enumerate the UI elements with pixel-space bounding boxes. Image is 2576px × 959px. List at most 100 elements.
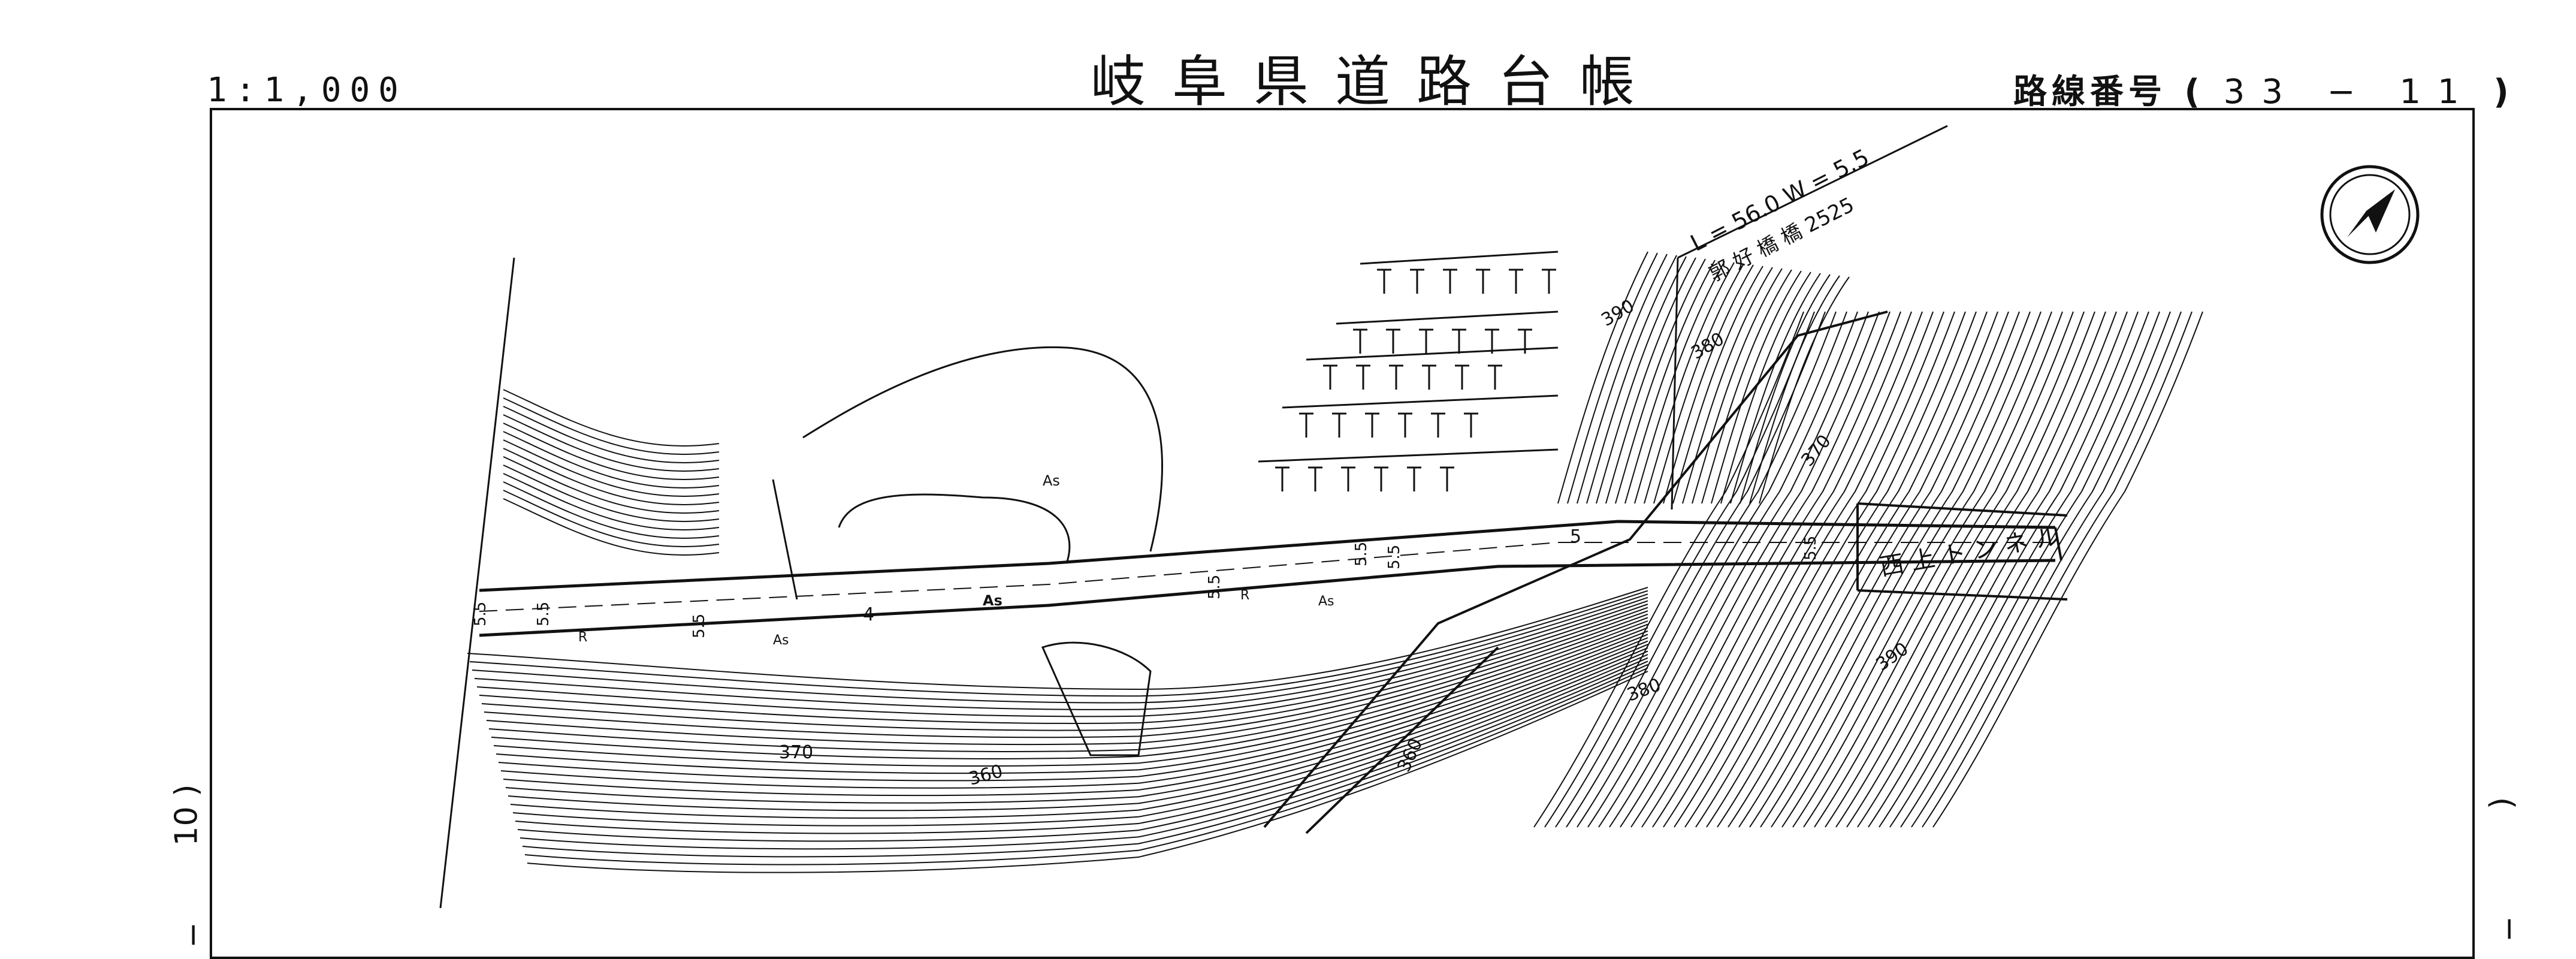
contour-line	[1728, 311, 1998, 828]
contour-line	[1586, 255, 1677, 504]
tunnel	[1856, 502, 2068, 601]
contour-line	[503, 423, 720, 480]
contour-line	[503, 414, 720, 472]
contour-line	[498, 630, 1648, 782]
contour-line	[1846, 311, 2117, 828]
terrace-tick	[1389, 364, 1403, 390]
contour-line	[469, 590, 1648, 697]
north-arrow-icon	[2320, 165, 2420, 264]
contour-line	[474, 596, 1648, 710]
terrace-tick	[1464, 412, 1478, 438]
contour-line	[503, 473, 720, 530]
contour-line	[503, 406, 720, 463]
contour-line	[491, 620, 1648, 759]
contour-line	[1717, 311, 1988, 828]
contour-line	[1692, 268, 1783, 504]
surface-label: As	[983, 592, 1002, 609]
contour-line	[1577, 254, 1668, 504]
contour-line	[515, 654, 1648, 834]
road-width-label: 5.5	[1802, 536, 1820, 560]
contour-line	[503, 465, 720, 522]
contour-line	[1759, 276, 1850, 504]
road-width-label: 5.5	[1352, 542, 1370, 566]
contour-line	[1720, 272, 1811, 504]
contour-line	[1695, 311, 1966, 828]
terrace-tick	[1488, 364, 1502, 390]
terrace-tick	[1374, 466, 1388, 491]
terrace-edge	[1336, 310, 1559, 325]
contour-line	[520, 661, 1648, 850]
contour-line	[1706, 311, 1977, 828]
contour-line	[503, 498, 720, 556]
contour-line	[503, 490, 720, 547]
terrace-tick	[1356, 364, 1370, 390]
contour-line	[505, 640, 1648, 804]
contour-line	[1624, 260, 1716, 504]
terrace-tick	[1443, 269, 1457, 294]
terrace-edge	[1282, 394, 1559, 409]
contour-line	[1900, 311, 2171, 828]
terrace-tick	[1422, 364, 1436, 390]
contour-line	[1932, 311, 2203, 828]
contour-line	[1879, 311, 2149, 828]
contour-line	[1889, 311, 2160, 828]
retaining-fan	[1041, 641, 1152, 756]
contour-line	[524, 667, 1648, 865]
contour-line	[1711, 270, 1802, 504]
surface-label: As	[773, 633, 789, 648]
terrace-tick	[1440, 466, 1454, 491]
terrace-tick	[1485, 328, 1499, 354]
surface-label: As	[1318, 594, 1334, 609]
contour-line	[503, 431, 720, 488]
contour-line	[1760, 311, 2031, 828]
terrace-tick	[1452, 328, 1466, 354]
contour-line	[1577, 311, 1847, 828]
contour-line	[503, 439, 720, 497]
terrace-edge	[1258, 448, 1559, 463]
terrace-tick	[1353, 328, 1367, 354]
survey-boundary-line	[439, 257, 515, 909]
contour-line	[1557, 251, 1648, 504]
contour-line	[1771, 311, 2042, 828]
terrace-tick	[1455, 364, 1469, 390]
contour-line	[1749, 311, 2020, 828]
terraces	[1258, 251, 1559, 491]
terrace-tick	[1299, 412, 1313, 438]
terrace-tick	[1308, 466, 1322, 491]
contour-line	[1781, 311, 2052, 828]
contour-line	[1566, 311, 1837, 828]
route-close-paren: )	[2493, 73, 2515, 111]
terrace-tick	[1542, 269, 1556, 294]
contour-line	[1803, 311, 2074, 828]
route-label: 路線番号	[2013, 73, 2167, 111]
road-width-label: 5.5	[472, 602, 490, 626]
contour-line	[1911, 311, 2182, 828]
contour-label: 390	[1598, 295, 1638, 331]
terrace-tick	[1419, 328, 1433, 354]
map-labels: L = 56.0 W = 5.5 郭 好 橋 橋 2525 西 上 ト ン ネ …	[472, 144, 2062, 790]
contour-line	[503, 397, 720, 455]
contour-label: 360	[967, 761, 1005, 790]
contour-lines	[467, 251, 2203, 873]
contour-line	[500, 634, 1648, 789]
radius-label: R	[578, 630, 587, 645]
contour-line	[467, 587, 1648, 690]
terrace-tick	[1377, 269, 1391, 294]
contour-label: 370	[779, 742, 813, 763]
contour-line	[1653, 263, 1744, 504]
terrace-edge	[1360, 251, 1559, 265]
contour-line	[1814, 311, 2085, 828]
road	[479, 520, 2062, 637]
road-width-label: 5.5	[534, 602, 552, 626]
contour-line	[1634, 261, 1725, 504]
terrace-edge	[1306, 346, 1559, 361]
plaza-area	[772, 346, 1164, 600]
terrace-tick	[1476, 269, 1490, 294]
road-width-label: 5.5	[690, 614, 708, 638]
contour-line	[1615, 258, 1706, 504]
page-title: 岐阜県道路台帳	[1091, 50, 1662, 114]
contour-line	[1567, 252, 1658, 504]
contour-line	[510, 647, 1648, 819]
terrace-tick	[1275, 466, 1289, 491]
contour-line	[476, 600, 1648, 717]
